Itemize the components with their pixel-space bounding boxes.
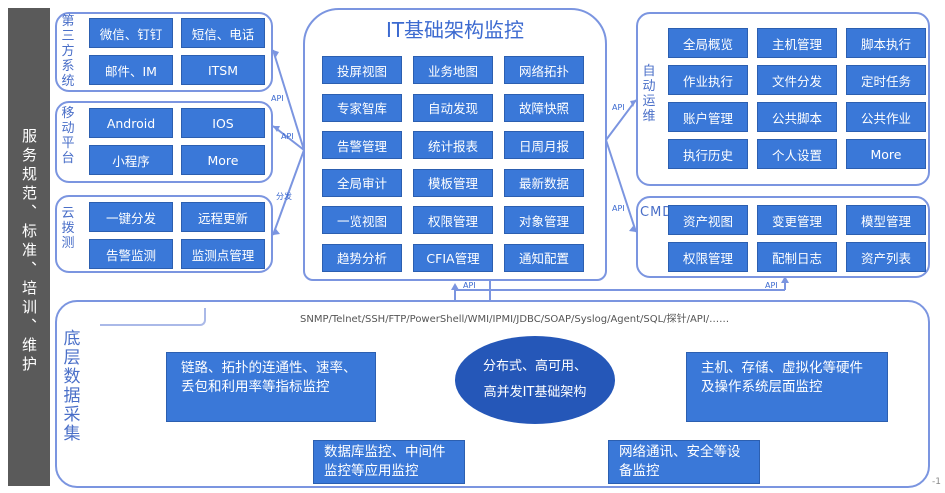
api-label-5: API [463,281,476,290]
auto-ops-button-11[interactable]: 个人设置 [757,139,837,169]
api-label-2: API [281,132,294,141]
page-title: IT基础架构监控 [385,18,525,42]
center-button-2[interactable]: 业务地图 [413,56,493,84]
auto-ops-button-12[interactable]: More [846,139,926,169]
network-security-monitoring: 网络通讯、安全等设备监控 [608,440,760,484]
center-button-11[interactable]: 模板管理 [413,168,493,197]
cmdb-button-2[interactable]: 变更管理 [757,205,837,235]
collection-header-bracket [100,308,206,326]
protocol-list: SNMP/Telnet/SSH/FTP/PowerShell/WMI/IPMI/… [300,314,730,325]
third-party-label: 第三方系统 [61,14,75,89]
api-label-6: API [765,281,778,290]
cloud-button-4[interactable]: 监测点管理 [181,239,265,269]
cloud-button-3[interactable]: 告警监测 [89,239,173,269]
auto-ops-button-4[interactable]: 作业执行 [668,65,748,95]
tp-button-3[interactable]: 邮件、IM [89,55,173,85]
database-middleware-monitoring: 数据库监控、中间件监控等应用监控 [313,440,465,484]
page-number: -1 [932,477,941,487]
mobile-button-2[interactable]: IOS [181,108,265,138]
host-storage-monitoring: 主机、存储、虚拟化等硬件及操作系统层面监控 [686,352,888,422]
api-label-1: API [271,94,284,103]
tp-button-4[interactable]: ITSM [181,55,265,85]
tp-button-2[interactable]: 短信、电话 [181,18,265,48]
cmdb-label: CMDB [640,205,682,271]
distributed-architecture-core: 分布式、高可用、 高并发IT基础架构 [455,336,615,424]
cmdb-button-3[interactable]: 模型管理 [846,205,926,235]
auto-ops-button-5[interactable]: 文件分发 [757,65,837,95]
cmdb-button-1[interactable]: 资产视图 [668,205,748,235]
mobile-label: 移动平台 [61,106,75,166]
dist-label: 分发 [276,192,292,201]
center-button-9[interactable]: 日周月报 [504,131,584,159]
center-button-1[interactable]: 投屏视图 [322,56,402,84]
tp-button-1[interactable]: 微信、钉钉 [89,18,173,48]
sidebar-text: 服务规范、标准、培训、维护 [20,128,38,375]
center-button-6[interactable]: 故障快照 [504,93,584,122]
auto-ops-label: 自动运维 [642,64,656,124]
center-button-13[interactable]: 一览视图 [322,206,402,234]
api-label-4: API [612,204,625,213]
auto-ops-button-9[interactable]: 公共作业 [846,102,926,132]
cloud-button-2[interactable]: 远程更新 [181,202,265,232]
auto-ops-button-1[interactable]: 全局概览 [668,28,748,58]
center-button-17[interactable]: CFIA管理 [413,243,493,272]
cmdb-button-6[interactable]: 资产列表 [846,242,926,272]
center-button-4[interactable]: 专家智库 [322,93,402,122]
cloud-label: 云拨测 [61,206,75,251]
center-button-14[interactable]: 权限管理 [413,206,493,234]
auto-ops-button-7[interactable]: 账户管理 [668,102,748,132]
api-label-3: API [612,103,625,112]
service-standards-sidebar: 服务规范、标准、培训、维护 [8,8,50,486]
mobile-button-3[interactable]: 小程序 [89,145,173,175]
center-button-15[interactable]: 对象管理 [504,206,584,234]
auto-ops-button-6[interactable]: 定时任务 [846,65,926,95]
core-line-2: 高并发IT基础架构 [483,385,587,400]
center-button-16[interactable]: 趋势分析 [322,243,402,272]
center-button-18[interactable]: 通知配置 [504,243,584,272]
center-button-12[interactable]: 最新数据 [504,168,584,197]
link-topology-monitoring: 链路、拓扑的连通性、速率、丢包和利用率等指标监控 [166,352,376,422]
center-button-5[interactable]: 自动发现 [413,93,493,122]
data-collection-label: 底层数据采集 [63,329,81,444]
cmdb-button-4[interactable]: 权限管理 [668,242,748,272]
core-line-1: 分布式、高可用、 [482,359,587,374]
center-button-10[interactable]: 全局审计 [322,168,402,197]
auto-ops-button-10[interactable]: 执行历史 [668,139,748,169]
center-button-7[interactable]: 告警管理 [322,131,402,159]
center-button-3[interactable]: 网络拓扑 [504,56,584,84]
auto-ops-button-2[interactable]: 主机管理 [757,28,837,58]
mobile-button-1[interactable]: Android [89,108,173,138]
auto-ops-button-3[interactable]: 脚本执行 [846,28,926,58]
mobile-button-4[interactable]: More [181,145,265,175]
auto-ops-button-8[interactable]: 公共脚本 [757,102,837,132]
cmdb-button-5[interactable]: 配制日志 [757,242,837,272]
center-button-8[interactable]: 统计报表 [413,131,493,159]
cloud-button-1[interactable]: 一键分发 [89,202,173,232]
